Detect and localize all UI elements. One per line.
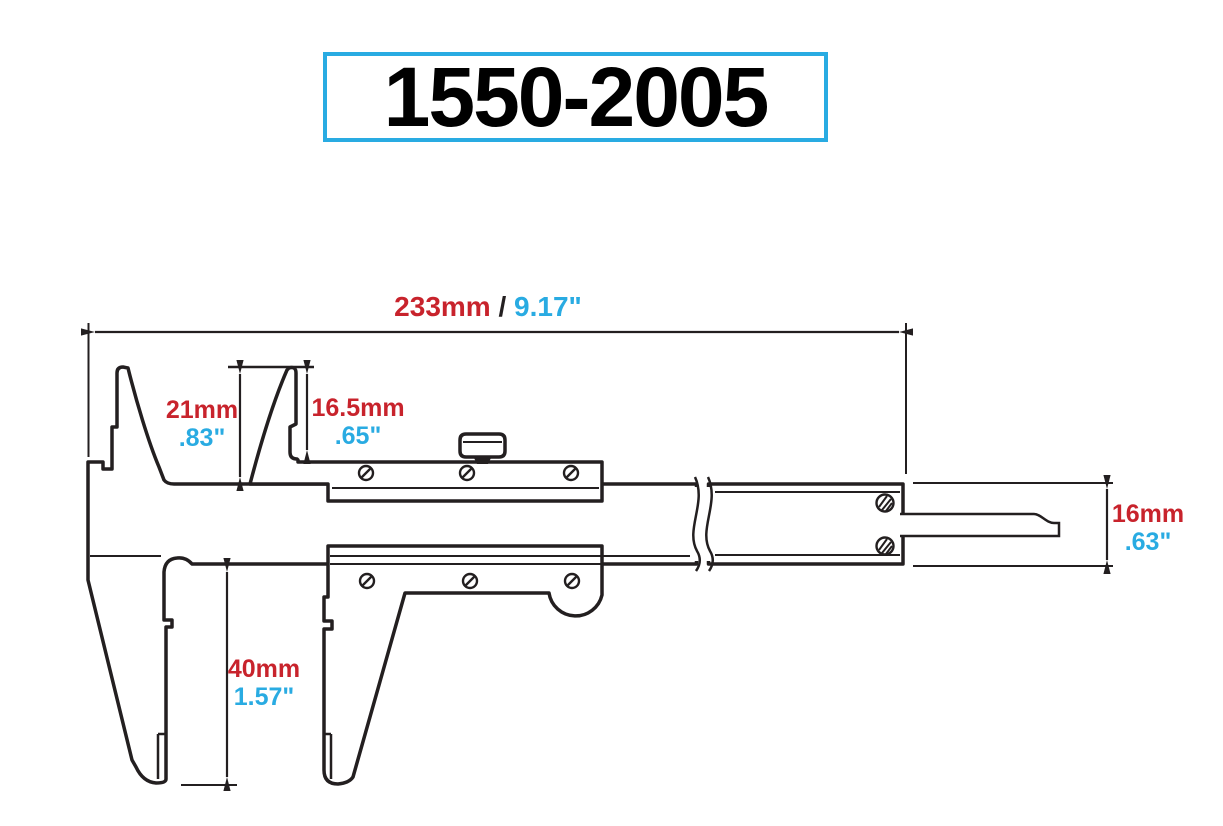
dimension-upper-jaws <box>228 360 314 491</box>
dim-label-lower-jaw: 40mm 1.57" <box>228 655 300 711</box>
slider-top-plate <box>248 365 604 503</box>
fixed-body-outline <box>86 365 699 785</box>
dimension-overall-length <box>81 323 913 474</box>
moving-jaw-insert <box>324 732 333 779</box>
beam-break-lines <box>690 476 715 572</box>
thumb-lock-screw <box>458 432 507 464</box>
model-number: 1550-2005 <box>383 50 770 144</box>
dim-40-imperial: 1.57" <box>233 683 295 711</box>
dimension-beam-height <box>913 475 1113 574</box>
screw <box>357 464 580 482</box>
beam-right-section <box>706 482 905 566</box>
dim-label-upper-jaw-right: 16.5mm .65" <box>311 394 404 450</box>
dim-overall-separator: / <box>490 291 515 322</box>
screw <box>358 572 581 590</box>
dim-label-beam-height: 16mm .63" <box>1112 500 1184 556</box>
fixed-jaw-insert <box>156 732 165 779</box>
dim-165-metric: 16.5mm <box>311 394 405 422</box>
hatched-screws <box>875 493 895 556</box>
dimension-lower-jaw <box>181 558 237 791</box>
dim-40-metric: 40mm <box>227 655 301 683</box>
dim-16-imperial: .63" <box>1124 528 1172 556</box>
dim-16-metric: 16mm <box>1111 500 1185 528</box>
dim-overall-metric: 233mm <box>394 291 491 322</box>
dim-label-upper-jaw-left: 21mm .83" <box>166 396 238 452</box>
depth-rod-outline <box>900 512 1061 538</box>
caliper-fixed-body <box>86 365 699 785</box>
bottom-plate-outline <box>322 544 604 786</box>
dim-overall-imperial: 9.17" <box>514 291 582 322</box>
top-plate-outline <box>248 365 604 503</box>
dim-21-imperial: .83" <box>178 424 226 452</box>
dim-21-metric: 21mm <box>165 396 239 424</box>
right-beam-outline <box>706 482 905 566</box>
screw <box>875 493 895 556</box>
slider-bottom-plate <box>322 544 695 786</box>
depth-rod <box>900 512 1061 538</box>
dim-label-overall-length: 233mm / 9.17" <box>394 292 582 322</box>
model-number-box: 1550-2005 <box>323 52 828 142</box>
dim-165-imperial: .65" <box>334 422 382 450</box>
